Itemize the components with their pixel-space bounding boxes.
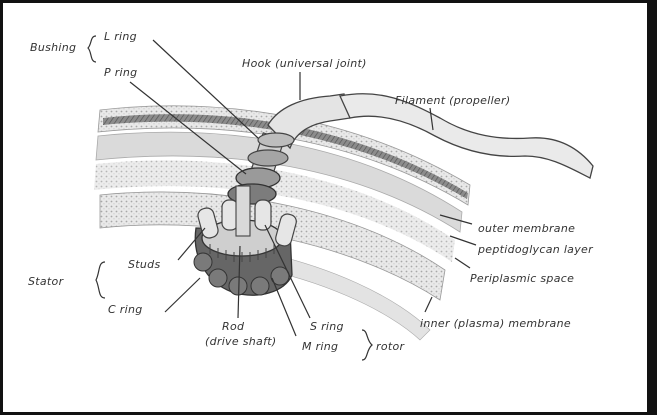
label-inner-membrane: inner (plasma) membrane xyxy=(420,317,571,330)
label-l-ring: L ring xyxy=(104,30,137,43)
label-c-ring: C ring xyxy=(108,303,143,316)
label-filament: Filament (propeller) xyxy=(395,94,510,107)
label-bushing: Bushing xyxy=(30,41,76,54)
label-m-ring: M ring xyxy=(302,340,338,353)
l-ring-shape xyxy=(258,133,294,147)
p-ring-shape xyxy=(248,150,288,166)
label-stator: Stator xyxy=(28,275,65,288)
shaft xyxy=(236,186,250,236)
label-p-ring: P ring xyxy=(104,66,137,79)
label-rod: Rod xyxy=(222,320,245,333)
label-studs: Studs xyxy=(128,258,160,271)
label-peptidoglycan: peptidoglycan layer xyxy=(477,243,594,256)
label-hook: Hook (universal joint) xyxy=(242,57,367,70)
label-outer-membrane: outer membrane xyxy=(478,222,575,235)
label-rotor: rotor xyxy=(376,340,405,353)
label-s-ring: S ring xyxy=(310,320,344,333)
label-rod-sub: (drive shaft) xyxy=(205,335,276,348)
label-periplasmic: Periplasmic space xyxy=(470,272,574,285)
